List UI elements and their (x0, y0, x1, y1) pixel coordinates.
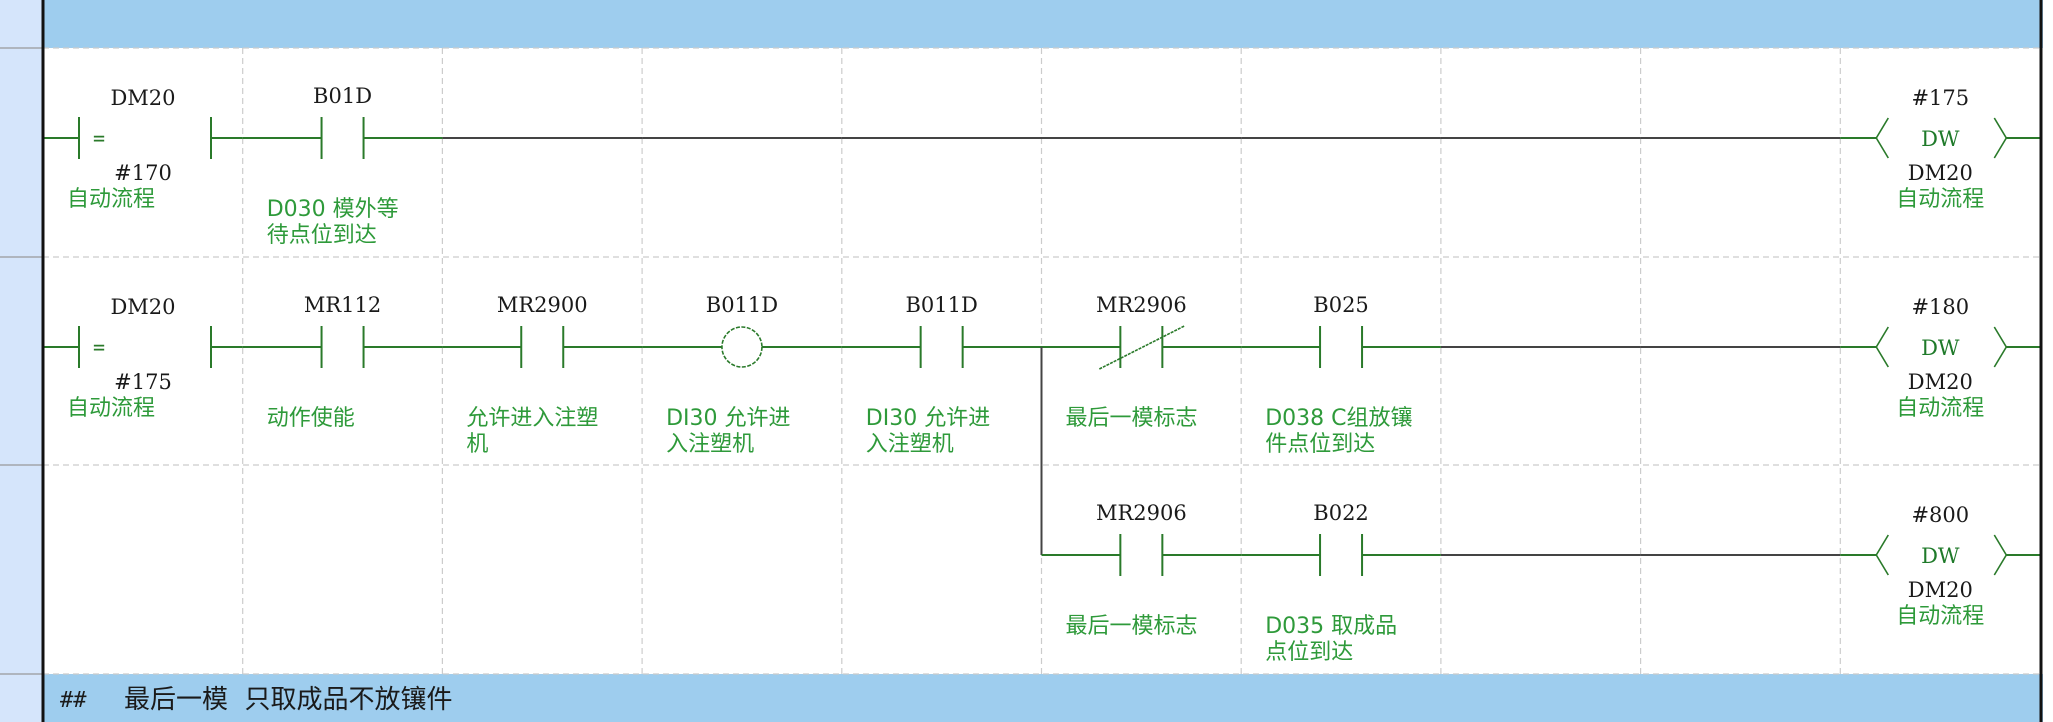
device-address: B025 (1313, 293, 1369, 317)
device-address: MR2900 (497, 293, 588, 317)
device-address: MR2906 (1096, 501, 1187, 525)
device-address: B011D (905, 293, 977, 317)
device-comment: 自动流程 (67, 187, 155, 212)
device-comment: 入注塑机 (866, 432, 954, 457)
device-comment: 自动流程 (1896, 604, 1984, 629)
compare-operator: = (93, 335, 105, 359)
instruction-destination: DM20 (1908, 161, 1973, 185)
device-comment: 件点位到达 (1265, 432, 1375, 457)
coil-circle (721, 326, 763, 368)
compare-operand-2: #170 (114, 161, 172, 185)
instruction-bracket-right (1993, 117, 2008, 159)
device-comment: DI30 允许进 (666, 406, 790, 431)
instruction-source: #175 (1911, 86, 1969, 110)
device-address: MR112 (304, 293, 381, 317)
instruction-bracket-right (1993, 534, 2008, 576)
compare-operator: = (93, 126, 105, 150)
section-header-top[interactable] (43, 0, 2043, 48)
device-comment: 机 (466, 432, 488, 457)
section-title: 最后一模 只取成品不放镶件 (124, 685, 453, 715)
device-comment: 最后一模标志 (1066, 614, 1198, 639)
instruction-name: DW (1921, 336, 1960, 360)
instruction-bracket-right (1993, 326, 2008, 368)
instruction-destination: DM20 (1908, 370, 1973, 394)
instruction-source: #180 (1911, 295, 1969, 319)
device-comment: D038 C组放镶 (1265, 406, 1412, 431)
device-comment: 点位到达 (1265, 640, 1353, 665)
device-comment: 动作使能 (267, 406, 355, 431)
contact-nc-element[interactable]: MR2906 最后一模标志 (1041, 293, 1242, 431)
device-address: B011D (706, 293, 778, 317)
rung: =DM20#175自动流程MR112动作使能MR2900允许进入注塑机B011D… (43, 293, 2041, 457)
instruction-bracket-left (1875, 326, 1889, 368)
compare-operand-1: DM20 (110, 86, 175, 110)
contact-no-element[interactable]: MR2906 最后一模标志 (1041, 501, 1242, 639)
device-comment: D035 取成品 (1265, 614, 1397, 639)
device-comment: 允许进入注塑 (466, 406, 598, 431)
device-address: B022 (1313, 501, 1369, 525)
device-address: MR2906 (1096, 293, 1187, 317)
section-header-bottom[interactable] (43, 674, 2043, 722)
instruction-source: #800 (1911, 503, 1969, 527)
device-comment: 最后一模标志 (1066, 406, 1198, 431)
device-comment: 自动流程 (67, 396, 155, 421)
device-comment: DI30 允许进 (866, 406, 990, 431)
instruction-bracket-left (1875, 534, 1889, 576)
instruction-name: DW (1921, 127, 1960, 151)
instruction-bracket-left (1875, 117, 1889, 159)
device-comment: 自动流程 (1896, 187, 1984, 212)
compare-operand-2: #175 (114, 370, 172, 394)
device-comment: D030 模外等 (267, 197, 399, 222)
device-address: B01D (313, 84, 372, 108)
instruction-name: DW (1921, 544, 1960, 568)
rung-number-gutter (0, 0, 42, 722)
section-marker: ## (60, 688, 87, 713)
grid-lines (0, 47, 2041, 675)
device-comment: 待点位到达 (267, 223, 377, 248)
compare-operand-1: DM20 (110, 295, 175, 319)
contact-no-element[interactable]: MR112 动作使能 (242, 293, 443, 431)
instruction-destination: DM20 (1908, 578, 1973, 602)
device-comment: 自动流程 (1896, 396, 1984, 421)
device-comment: 入注塑机 (666, 432, 754, 457)
